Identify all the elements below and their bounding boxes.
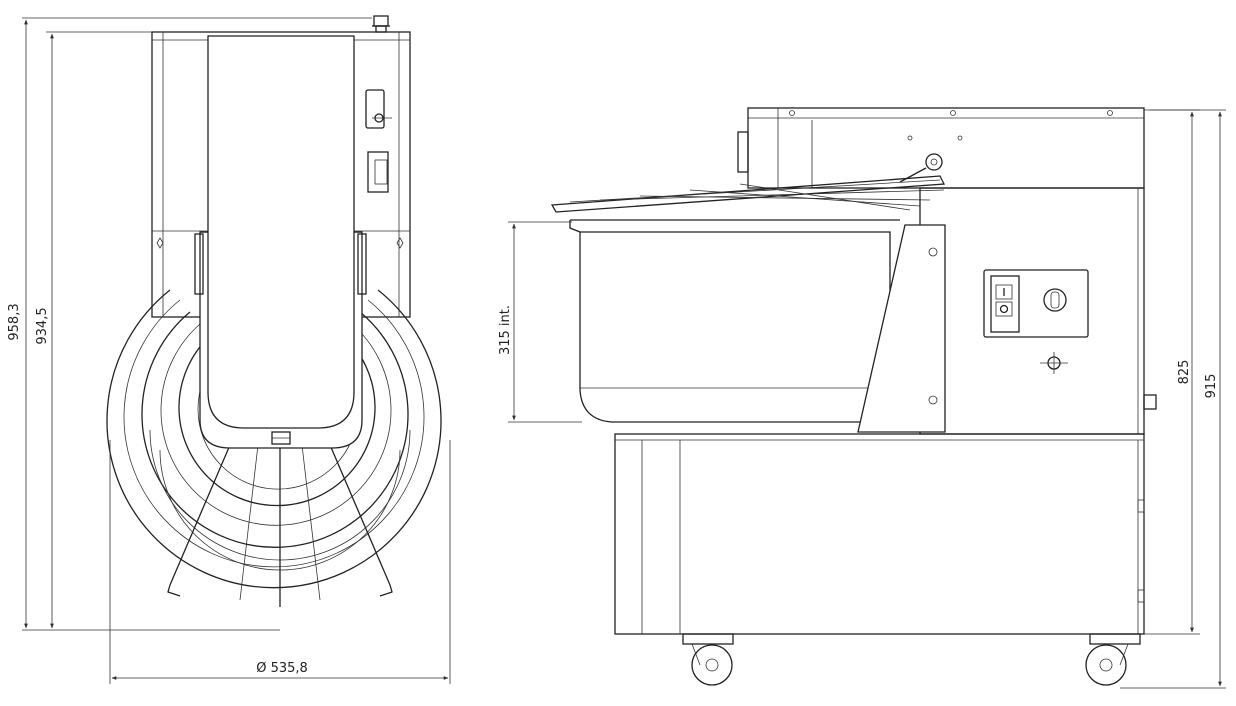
indicator-icon	[1040, 352, 1068, 374]
rotary-knob-icon	[1043, 288, 1067, 312]
control-panel	[983, 269, 1089, 338]
dim-front-height-body: 934,5	[35, 307, 50, 344]
side-bowl	[569, 220, 891, 423]
dim-side-height-overall: 915	[1204, 374, 1219, 399]
power-switch-icon	[990, 275, 1020, 333]
front-view: 958,3 934,5 Ø 535,8	[7, 15, 451, 684]
dim-side-height-body: 825	[1177, 360, 1192, 385]
dim-bowl-diameter: Ø 535,8	[256, 661, 308, 676]
side-head	[747, 107, 1145, 189]
dim-front-height-overall: 958,3	[7, 303, 22, 340]
castor-wheel-icon	[1085, 633, 1141, 686]
dim-bowl-depth: 315 int.	[498, 305, 513, 355]
side-base-cabinet	[614, 433, 1145, 635]
castor-wheel-icon	[682, 633, 734, 686]
side-view: 315 int. 825 915	[498, 107, 1226, 689]
